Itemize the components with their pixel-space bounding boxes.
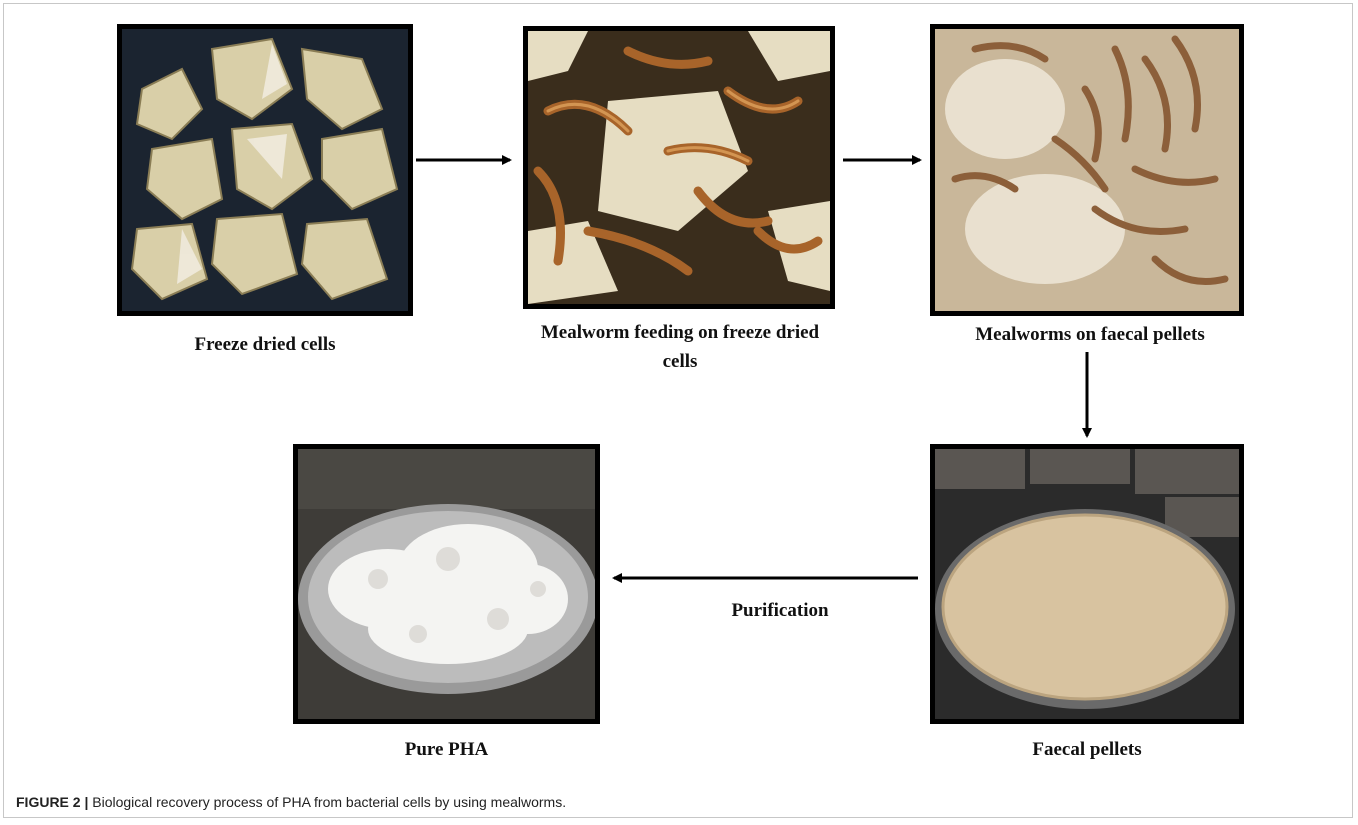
figure-number: FIGURE 2 | bbox=[16, 794, 88, 810]
label-mealworms-faecal: Mealworms on faecal pellets bbox=[925, 320, 1255, 349]
label-pure-pha: Pure PHA bbox=[293, 735, 600, 764]
label-purification: Purification bbox=[690, 596, 870, 625]
caption-text: Biological recovery process of PHA from … bbox=[88, 794, 566, 810]
label-faecal-pellets: Faecal pellets bbox=[930, 735, 1244, 764]
figure-caption: FIGURE 2 | Biological recovery process o… bbox=[16, 794, 566, 810]
label-freeze-dried-cells: Freeze dried cells bbox=[117, 330, 413, 359]
label-mealworm-feeding: Mealworm feeding on freeze dried cells bbox=[528, 318, 832, 376]
